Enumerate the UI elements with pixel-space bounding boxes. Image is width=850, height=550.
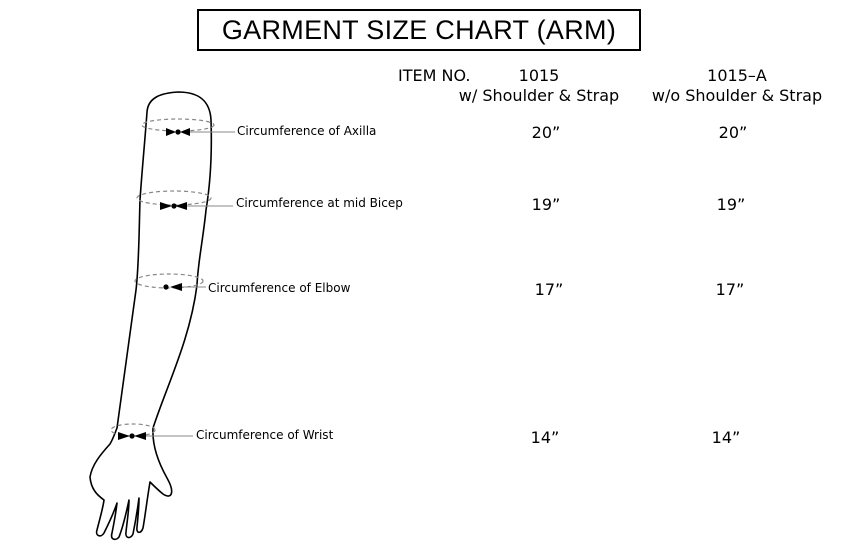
axilla-arrow-left: [166, 128, 176, 136]
value-wrist-1015: 14”: [530, 428, 560, 447]
value-wrist-1015a: 14”: [711, 428, 741, 447]
value-bicep-1015: 19”: [531, 195, 561, 214]
value-elbow-1015: 17”: [534, 280, 564, 299]
wrist-arrow-right: [134, 432, 146, 440]
axilla-arrow-right: [180, 128, 190, 136]
value-bicep-1015a: 19”: [716, 195, 746, 214]
bicep-ring: [136, 190, 212, 206]
label-elbow: Circumference of Elbow: [208, 281, 351, 295]
label-mid-bicep: Circumference at mid Bicep: [236, 196, 403, 210]
wrist-arrow-left: [118, 432, 130, 440]
value-axilla-1015: 20”: [531, 123, 561, 142]
elbow-ring: [134, 273, 204, 289]
axilla-dot: [175, 129, 181, 135]
bicep-arrow-right: [175, 202, 187, 210]
bicep-arrow-left: [160, 202, 172, 210]
bicep-dot: [171, 203, 177, 209]
value-axilla-1015a: 20”: [718, 123, 748, 142]
value-elbow-1015a: 17”: [715, 280, 745, 299]
elbow-dot: [163, 284, 169, 290]
page-title: GARMENT SIZE CHART (ARM): [197, 9, 641, 51]
axilla-ring: [141, 118, 215, 132]
column-1-code: 1015: [518, 66, 560, 85]
label-axilla: Circumference of Axilla: [237, 124, 377, 138]
column-2-code: 1015–A: [707, 66, 767, 85]
column-2-description: w/o Shoulder & Strap: [651, 86, 823, 105]
label-wrist: Circumference of Wrist: [196, 428, 334, 442]
elbow-arrow-right: [170, 283, 182, 291]
item-no-label: ITEM NO.: [398, 66, 471, 85]
column-1-description: w/ Shoulder & Strap: [458, 86, 620, 105]
arm-outline: [89, 91, 213, 541]
wrist-dot: [129, 433, 135, 439]
